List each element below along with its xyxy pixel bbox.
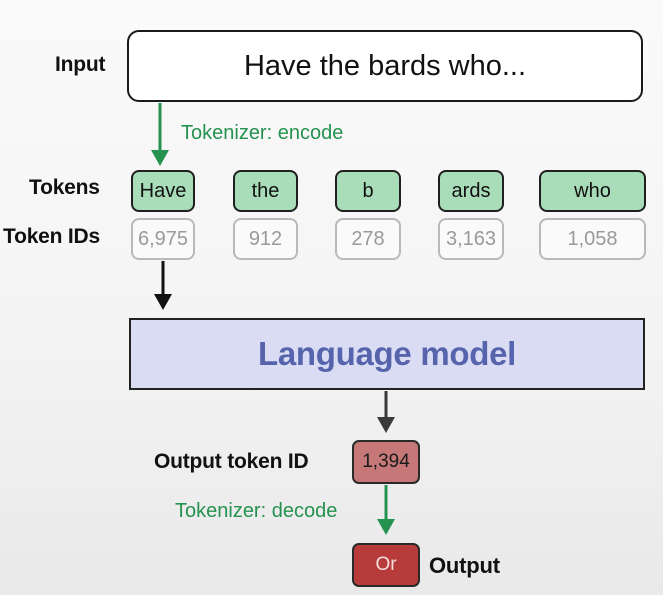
tokenizer-decode-label: Tokenizer: decode <box>175 500 338 522</box>
language-model-label: Language model <box>258 335 516 372</box>
input-label: Input <box>55 53 106 76</box>
token-have: Have <box>131 170 195 212</box>
language-model-box: Language model <box>129 318 645 390</box>
token-the: the <box>233 170 298 212</box>
decode-arrow <box>377 485 395 535</box>
output-token-id-value: 1,394 <box>362 451 410 472</box>
token-b: b <box>335 170 401 212</box>
output-token-box: Or <box>352 543 420 587</box>
token-id-who: 1,058 <box>539 218 646 260</box>
tokenizer-encode-label: Tokenizer: encode <box>181 122 344 144</box>
output-label: Output <box>429 553 500 578</box>
token-id-ards: 3,163 <box>438 218 504 260</box>
input-text: Have the bards who... <box>243 49 527 82</box>
token-ids-label: Token IDs <box>3 225 100 248</box>
token-id-b: 278 <box>335 218 401 260</box>
token-id-have: 6,975 <box>131 218 195 260</box>
encode-arrow <box>151 103 169 166</box>
token-who: who <box>539 170 646 212</box>
token-id-the: 912 <box>233 218 298 260</box>
output-token-id-label: Output token ID <box>154 450 309 473</box>
token-ards: ards <box>438 170 504 212</box>
input-text-box: Have the bards who... <box>127 30 643 102</box>
output-token-id-box: 1,394 <box>352 440 420 484</box>
to-model-arrow <box>154 261 172 310</box>
model-output-arrow <box>377 391 395 433</box>
tokens-label: Tokens <box>29 176 100 199</box>
output-token-text: Or <box>375 554 397 575</box>
